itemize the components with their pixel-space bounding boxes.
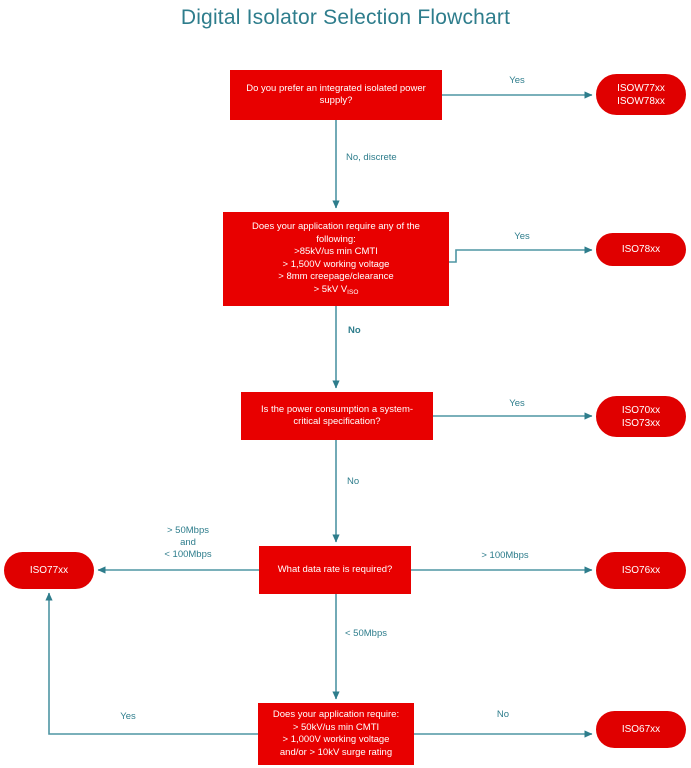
terminal-line: ISO76xx: [621, 565, 661, 576]
edge-label-q3-yes: Yes: [509, 398, 525, 409]
terminal-line: ISOW78xx: [617, 95, 665, 107]
terminal-isow77xx-isow78xx[interactable]: ISOW77xx ISOW78xx: [596, 74, 686, 115]
edge-label-q5-no: No: [496, 709, 510, 720]
viso-subscript: ISO: [347, 288, 359, 296]
decision-line: >85kV/us min CMTI: [294, 246, 378, 257]
decision-line: and/or > 10kV surge rating: [279, 746, 393, 758]
decision-box-power-supply[interactable]: Do you prefer an integrated isolated pow…: [230, 70, 442, 120]
terminal-iso70xx-iso73xx[interactable]: ISO70xx ISO73xx: [596, 396, 686, 437]
edge-q2-yes: [449, 246, 593, 263]
edge-label-q5-yes: Yes: [120, 711, 136, 722]
decision-box-power-consumption[interactable]: Is the power consumption a system- criti…: [241, 392, 433, 440]
decision-box-surge-requirements[interactable]: Does your application require: > 50kV/us…: [258, 703, 414, 765]
edge-label-q4-right: > 100Mbps: [481, 550, 529, 561]
terminal-line: ISO77xx: [29, 565, 69, 576]
decision-line: > 1,000V working voltage: [282, 734, 390, 745]
decision-line: Is the power consumption a system-: [260, 403, 414, 415]
decision-line: > 1,500V working voltage: [282, 258, 390, 270]
terminal-line: ISO78xx: [621, 244, 661, 255]
decision-line: supply?: [319, 95, 353, 106]
terminal-iso78xx[interactable]: ISO78xx: [596, 233, 686, 266]
terminal-iso77xx[interactable]: ISO77xx: [4, 552, 94, 589]
page-title: Digital Isolator Selection Flowchart: [180, 6, 511, 29]
terminal-line: ISO67xx: [621, 724, 661, 735]
decision-line-viso: > 5kV VISO: [252, 284, 420, 298]
decision-box-isolation-requirements[interactable]: Does your application require any of the…: [223, 212, 449, 306]
edge-label-q2-yes: Yes: [514, 231, 530, 242]
terminal-line: ISOW77xx: [617, 82, 665, 94]
terminal-line: ISO70xx: [621, 404, 661, 416]
terminal-line: ISO73xx: [621, 417, 661, 429]
viso-prefix: > 5kV V: [313, 283, 348, 295]
edge-label-q4-down: < 50Mbps: [345, 628, 387, 639]
terminal-iso76xx[interactable]: ISO76xx: [596, 552, 686, 589]
terminal-iso67xx[interactable]: ISO67xx: [596, 711, 686, 748]
edge-label-q1-no: No, discrete: [346, 152, 397, 163]
decision-box-data-rate[interactable]: What data rate is required?: [259, 546, 411, 594]
edge-label-q1-yes: Yes: [509, 75, 525, 86]
decision-line: following:: [316, 233, 356, 245]
decision-line: What data rate is required?: [277, 563, 393, 575]
decision-line: critical specification?: [293, 416, 381, 427]
decision-line: Does your application require:: [272, 709, 400, 720]
decision-line: > 50kV/us min CMTI: [292, 721, 380, 733]
decision-line: Does your application require any of the: [252, 221, 420, 232]
decision-line: Do you prefer an integrated isolated pow…: [246, 82, 426, 94]
edge-label-q3-no: No: [347, 476, 360, 487]
decision-line: > 8mm creepage/clearance: [278, 271, 394, 282]
edge-label-q2-no: No: [348, 325, 361, 336]
edge-label-q4-left: > 50Mbps and < 100Mbps: [164, 525, 212, 560]
